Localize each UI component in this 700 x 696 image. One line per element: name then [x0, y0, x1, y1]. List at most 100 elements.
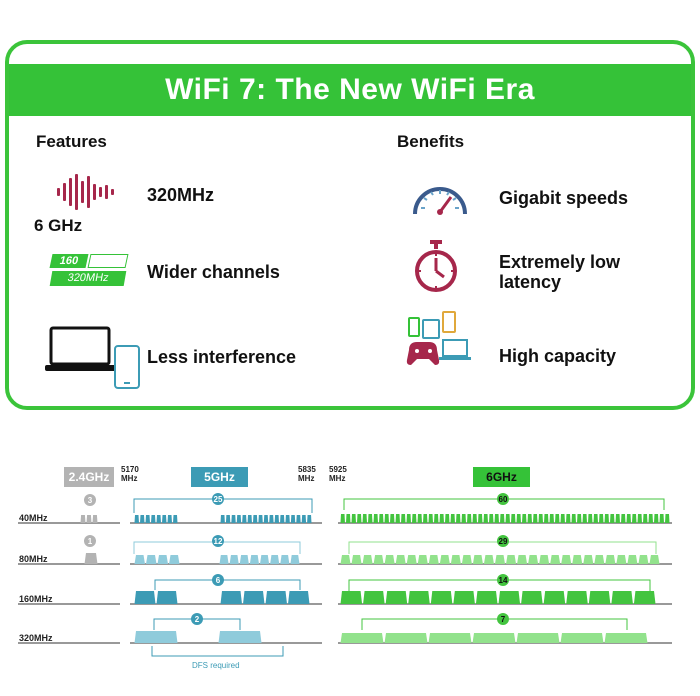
channel-6g-block [549, 514, 554, 523]
channel-6g-block [505, 514, 510, 523]
channel-6g-block [621, 514, 626, 523]
dfs-bracket [151, 646, 284, 657]
channel-5g-block [243, 591, 265, 604]
channel-6g-block [406, 514, 411, 523]
features-benefits-card: WiFi 7: The New WiFi Era Features Benefi… [5, 40, 695, 410]
channel-6g-block [561, 555, 572, 564]
channel-24g-block [92, 515, 98, 523]
channel-6g-block [406, 555, 417, 564]
channel-6g-block [566, 591, 588, 604]
channel-6g-block [428, 633, 472, 643]
channel-5g-block [269, 515, 274, 523]
channel-24g-block [80, 515, 86, 523]
channel-6g-block [615, 514, 620, 523]
channel-6g-block [544, 514, 549, 523]
channel-5g-block [280, 555, 290, 564]
channel-5g-block [247, 515, 252, 523]
badge-5g-160-circle [212, 574, 224, 586]
channel-width-badge-icon: 160 320MHz [49, 253, 129, 289]
channel-6g-block [428, 514, 433, 523]
channel-6g-block [379, 514, 384, 523]
channel-6g-block [489, 514, 494, 523]
channel-6g-block [637, 514, 642, 523]
channel-6g-block [423, 514, 428, 523]
bracket-5g-160 [154, 579, 301, 590]
channel-5g-block [236, 515, 242, 523]
channel-5g-block [219, 555, 229, 564]
channel-6g-block [539, 555, 550, 564]
channel-6g-block [605, 555, 616, 564]
channel-6g-block [649, 555, 660, 564]
channel-6g-block [611, 591, 633, 604]
channel-6g-block [643, 514, 648, 523]
badge-6g-320-count: 7 [501, 615, 506, 624]
channel-6g-block [428, 555, 439, 564]
channel-6g-block [610, 514, 615, 523]
channel-5g-block [290, 515, 296, 523]
badge-24g-40-circle [84, 494, 96, 506]
badge-24g-40-count: 3 [88, 496, 93, 505]
badge-320mhz: 320MHz [49, 271, 127, 286]
channel-5g-block [229, 555, 239, 564]
channel-6g-block [659, 514, 664, 523]
channel-6g-block [362, 555, 373, 564]
channel-5g-block [260, 555, 270, 564]
badge-24g-80-circle [84, 535, 96, 547]
channel-6g-block [385, 591, 408, 604]
benefit-high-capacity-label: High capacity [499, 346, 617, 366]
band-24ghz-tag: 2.4GHz [64, 467, 114, 487]
channel-6g-block [346, 514, 351, 523]
channel-5g-block [301, 515, 307, 523]
channel-6g-block [472, 514, 477, 523]
channel-24g-block [84, 553, 98, 564]
channel-6g-block [483, 555, 494, 564]
laptop-tablet-icon [45, 326, 140, 389]
badge-6g-80-count: 29 [499, 537, 508, 546]
channel-6g-block [384, 633, 428, 643]
channel-5g-block [156, 591, 178, 604]
channel-5g-block [252, 515, 258, 523]
channel-5g-block [146, 555, 157, 564]
badge-6g-40-count: 60 [499, 495, 508, 504]
features-heading: Features [36, 132, 107, 151]
channel-5g-block [140, 515, 145, 523]
channel-5g-block [134, 515, 139, 523]
channel-6g-block [434, 514, 439, 523]
channel-5g-block [156, 515, 161, 523]
channel-6g-block [483, 514, 488, 523]
channel-6g-block [395, 514, 400, 523]
channel-6g-block [632, 514, 637, 523]
badge-160: 160 [49, 254, 89, 268]
channel-5g-block [134, 555, 145, 564]
channel-6g-block [577, 514, 582, 523]
channel-6g-block [516, 633, 560, 643]
band-5ghz-tag: 5GHz [191, 467, 248, 487]
width-label-320: 320MHz [19, 633, 53, 643]
channel-6g-block [599, 514, 604, 523]
channel-6g-block [408, 591, 430, 604]
channel-6g-block [560, 514, 565, 523]
channel-6g-block [528, 555, 539, 564]
badge-5g-40-count: 25 [214, 495, 223, 504]
channel-6g-block [351, 514, 356, 523]
width-label-160: 160MHz [19, 594, 53, 604]
channel-6g-block [538, 514, 543, 523]
badge-5g-80-count: 12 [214, 537, 223, 546]
channel-6g-block [340, 555, 351, 564]
channel-6g-block [588, 591, 611, 604]
channel-6g-block [572, 555, 583, 564]
channel-6g-block [384, 555, 395, 564]
frequency-label: 6 GHz [34, 216, 83, 235]
channel-6g-block [571, 514, 576, 523]
channel-5g-block [285, 515, 290, 523]
channel-6g-block [368, 514, 373, 523]
channel-5g-block [218, 631, 262, 643]
channel-5g-block [263, 515, 269, 523]
channel-6g-block [594, 555, 605, 564]
channel-6g-block [506, 555, 517, 564]
benefits-heading: Benefits [397, 132, 465, 151]
devices-icon [406, 311, 471, 365]
width-label-40: 40MHz [19, 513, 48, 523]
